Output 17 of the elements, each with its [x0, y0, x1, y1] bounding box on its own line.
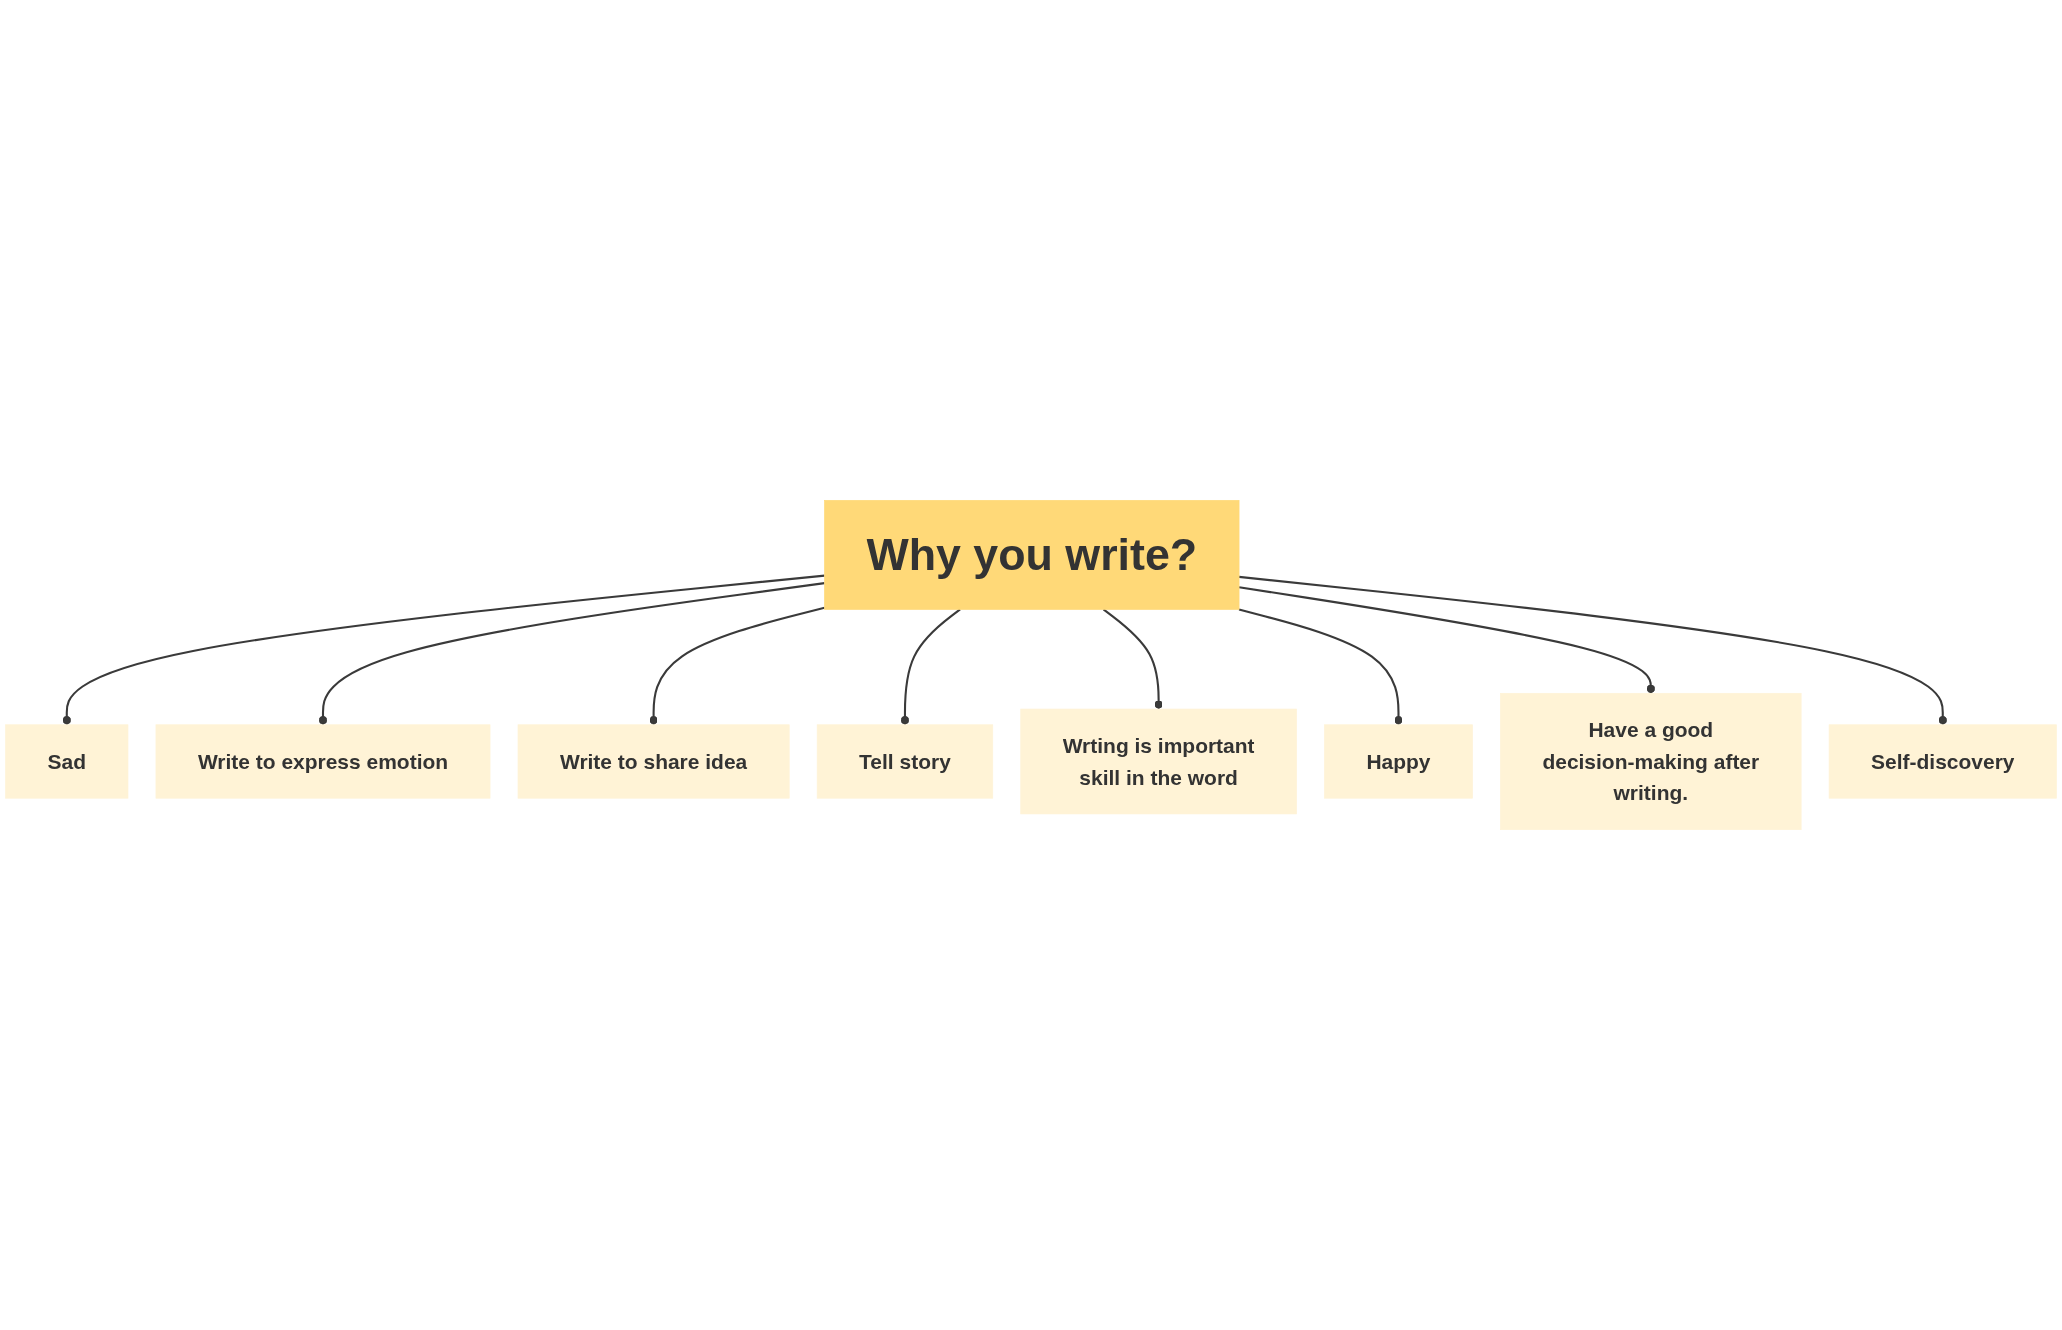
node-box: Happy — [1324, 724, 1473, 799]
node-box: Write to express emotion — [155, 724, 491, 799]
connector — [1238, 608, 1403, 725]
node-box: Have a good decision-making after writing. — [1500, 692, 1802, 830]
node-box: Self-discovery — [1828, 724, 2057, 799]
node-box: Sad — [5, 724, 129, 799]
connector — [62, 574, 825, 725]
connector — [1238, 575, 1947, 725]
connector — [318, 582, 825, 725]
node-box: Wrting is important skill in the word — [1020, 708, 1297, 815]
connector — [900, 608, 961, 725]
connector — [649, 606, 825, 725]
connector — [1102, 608, 1163, 710]
node-box: Tell story — [816, 724, 994, 799]
node-box: Why you write? — [824, 500, 1240, 610]
connector — [1238, 586, 1656, 694]
node-box: Write to share idea — [517, 724, 790, 799]
